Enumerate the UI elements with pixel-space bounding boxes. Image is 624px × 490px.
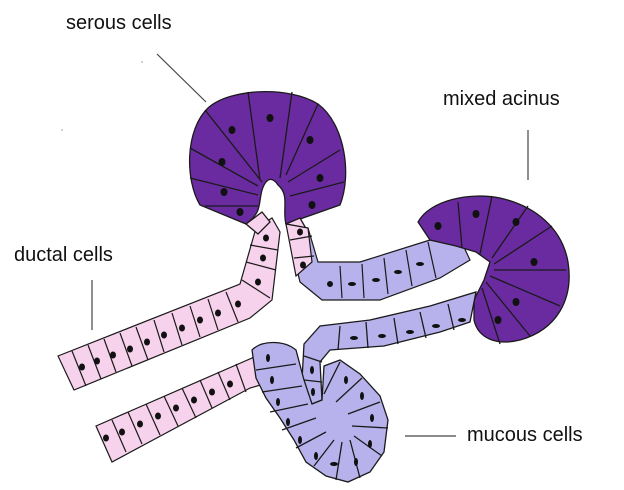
label-mixed-acinus: mixed acinus <box>443 88 560 111</box>
label-ductal-cells: ductal cells <box>14 244 113 267</box>
serous-acinus <box>190 92 346 240</box>
label-mucous-cells: mucous cells <box>467 424 583 447</box>
leader-line-serous <box>157 54 206 102</box>
label-serous-cells: serous cells <box>66 12 172 35</box>
